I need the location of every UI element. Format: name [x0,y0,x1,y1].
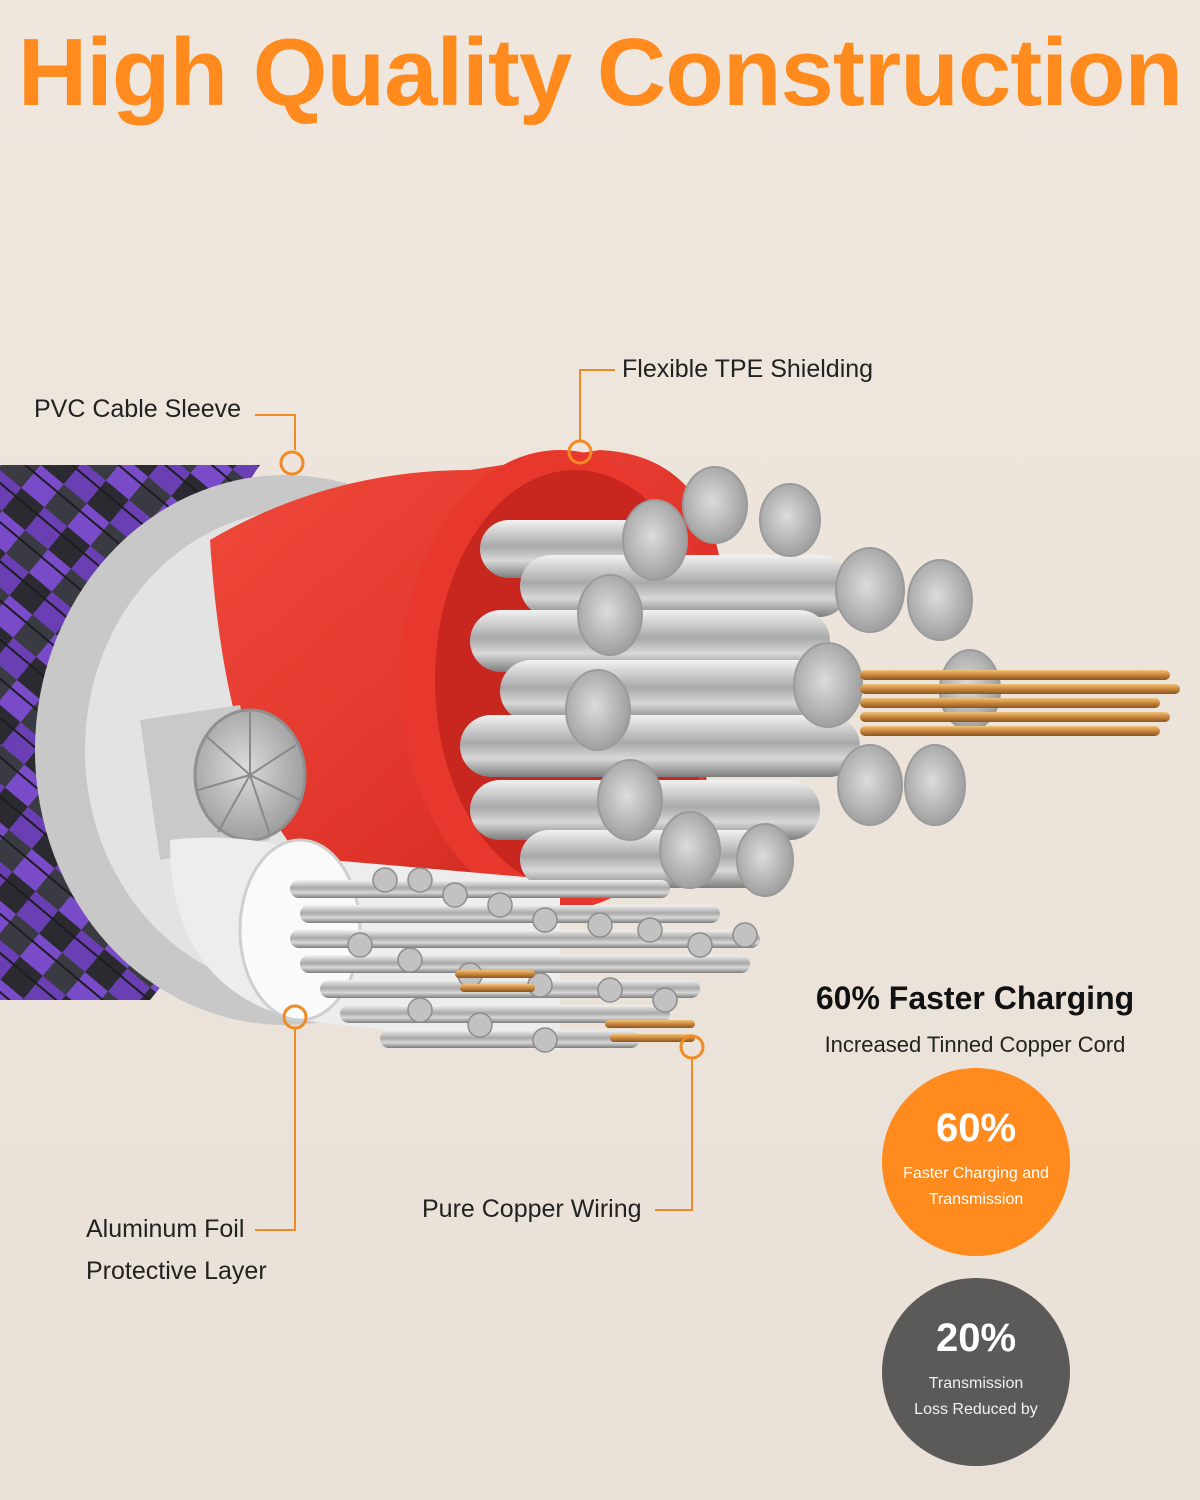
label-flexible-tpe-shielding: Flexible TPE Shielding [622,355,874,383]
badge-line2: Loss Reduced by [914,1401,1038,1418]
pvc-callout-marker [279,450,305,476]
small-wires-cluster [290,867,760,1053]
callout-lines [255,369,693,1231]
copper-callout-marker [679,1034,705,1060]
badge-value: 20% [935,1316,1017,1360]
badge-value: 60% [935,1106,1017,1150]
stats-title: 60% Faster Charging [815,980,1135,1016]
foil-callout-marker [282,1004,308,1030]
label-pure-copper-wiring: Pure Copper Wiring [422,1195,642,1223]
badge-line2: Transmission [928,1191,1024,1208]
loss-reduced-badge: 20% Transmission Loss Reduced by [882,1278,1070,1466]
badge-line1: Transmission [928,1375,1024,1392]
label-pvc-cable-sleeve: PVC Cable Sleeve [34,395,242,423]
label-aluminum-foil: Aluminum Foil [86,1215,245,1243]
page-title: High Quality Construction [17,19,1183,126]
faster-charging-badge: 60% Faster Charging and Transmission [882,1068,1070,1256]
copper-strands-main [860,670,1180,736]
label-protective-layer: Protective Layer [86,1257,267,1285]
tpe-callout-marker [567,439,593,465]
badge-line1: Faster Charging and [903,1165,1049,1182]
stats-subtitle: Increased Tinned Copper Cord [824,1032,1126,1057]
silver-conductors [460,466,1001,897]
